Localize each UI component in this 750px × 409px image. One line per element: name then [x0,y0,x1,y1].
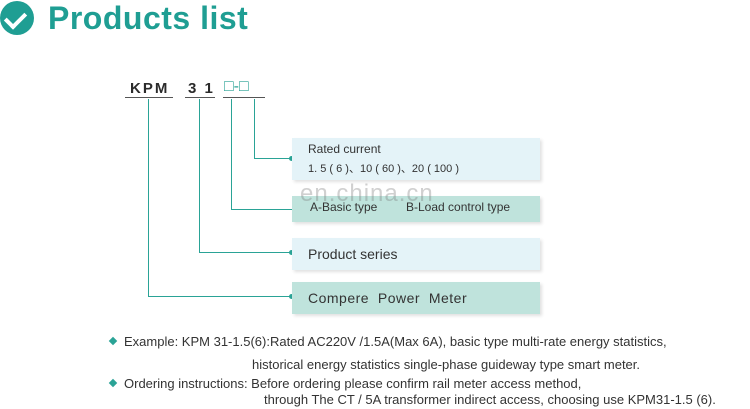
connector-series-h [199,252,293,253]
title-row: Products list [0,0,750,36]
connector-current-h [254,158,293,159]
rated-current-box: Rated current 1. 5 ( 6 )、10 ( 60 )、20 ( … [292,138,540,180]
ordering-bullet-icon [108,378,118,388]
type-option-a: A-Basic type [310,200,378,214]
ordering-line-1: Ordering instructions: Before ordering p… [124,376,582,391]
connector-series-v [199,99,200,252]
connector-meter-dot [289,294,294,299]
connector-meter-h [148,296,293,297]
rated-current-values: 1. 5 ( 6 )、10 ( 60 )、20 ( 100 ) [308,163,460,175]
code-series-underline [185,97,215,98]
type-option-b: B-Load control type [406,200,511,214]
connector-current-v [254,99,255,158]
example-line-1: Example: KPM 31-1.5(6):Rated AC220V /1.5… [124,334,667,349]
power-meter-box: Compere Power Meter [292,282,540,314]
code-series: 3 1 [188,80,215,97]
check-icon [0,1,34,35]
page-title: Products list [48,0,249,36]
ordering-line-2: through The CT / 5A transformer indirect… [264,392,716,407]
code-slots: □-□ [224,78,249,95]
connector-type-v [231,99,232,209]
connector-series-dot [289,250,294,255]
connector-current-dot [289,156,294,161]
connector-type-h [231,209,293,210]
type-box: A-Basic type B-Load control type [292,196,540,222]
rated-current-label: Rated current [308,142,381,156]
product-series-box: Product series [292,238,540,270]
example-line-2: historical energy statistics single-phas… [252,357,641,372]
code-slots-underline [223,97,265,98]
connector-meter-v [148,99,149,296]
power-meter-label: Compere Power Meter [308,290,468,306]
example-bullet-icon [108,336,118,346]
code-prefix: KPM [130,80,170,97]
watermark: en.china.cn [300,180,434,207]
product-series-label: Product series [308,246,398,262]
code-prefix-underline [125,97,173,98]
